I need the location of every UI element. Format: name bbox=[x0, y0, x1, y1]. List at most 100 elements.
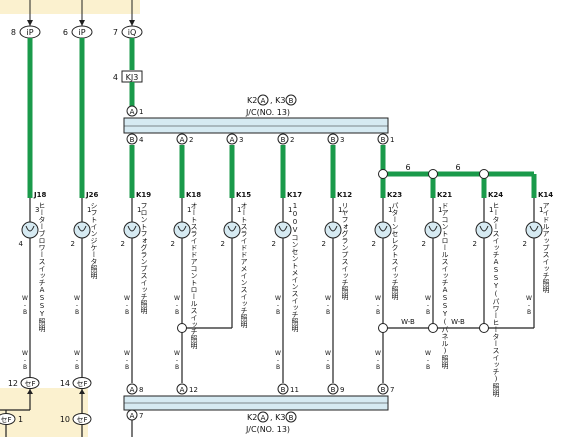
component-id: K24 bbox=[488, 191, 503, 199]
bottom-connector-area bbox=[0, 388, 88, 437]
wire-label-6: 6 bbox=[405, 163, 410, 172]
top-connector-area bbox=[0, 0, 140, 14]
svg-text:, K3: , K3 bbox=[270, 96, 285, 105]
svg-text:A: A bbox=[180, 386, 185, 394]
splice-node bbox=[378, 169, 489, 179]
svg-text:9: 9 bbox=[340, 386, 344, 394]
jc-top-out-pin: B 2 bbox=[277, 133, 294, 145]
lamp-pin-bottom: 2 bbox=[473, 240, 477, 248]
wire-label-wb: W-B bbox=[324, 295, 331, 316]
component-name: 100Vコンセントメインスイッチ照明 bbox=[291, 202, 299, 333]
lamp-pin-bottom: 2 bbox=[272, 240, 276, 248]
wire-label-wb: W-B bbox=[73, 350, 80, 371]
svg-text:A: A bbox=[130, 108, 135, 116]
lamp-pin-bottom: 2 bbox=[422, 240, 426, 248]
jc-top-box bbox=[123, 117, 389, 134]
svg-text:, K3: , K3 bbox=[270, 413, 285, 422]
svg-text:A: A bbox=[230, 136, 235, 144]
svg-text:3: 3 bbox=[239, 136, 243, 144]
lamp-pin-bottom: 2 bbox=[221, 240, 225, 248]
svg-text:K2: K2 bbox=[247, 413, 257, 422]
jc-bottom-title: K2 A , K3 B J/C(NO. 13) bbox=[245, 411, 297, 434]
svg-text:7: 7 bbox=[139, 412, 143, 420]
wire-label-wb: W-B bbox=[73, 295, 80, 316]
svg-text:B: B bbox=[381, 136, 386, 144]
lamp-icon bbox=[374, 221, 392, 239]
component-name: リヤフォグランプスイッチ照明 bbox=[341, 202, 349, 301]
connector-pin: 7 bbox=[113, 28, 118, 37]
svg-text:B: B bbox=[289, 414, 294, 422]
component-id: K18 bbox=[186, 191, 201, 199]
wb-wire-labels: W-BW-BW-BW-BW-BW-BW-BW-BW-BW-BW-BW-BW-BW… bbox=[21, 295, 532, 371]
component-name: シフトインジケータ照明 bbox=[90, 202, 98, 280]
connector-pin: 6 bbox=[63, 28, 68, 37]
jc-top-in-pin: A 1 bbox=[126, 105, 143, 117]
lamp-pin-top: 1 bbox=[539, 206, 543, 214]
lamp-pin-bottom: 2 bbox=[322, 240, 326, 248]
bottom-connector-12: セF 12 bbox=[8, 377, 40, 410]
jc-top-out-pin: B 3 bbox=[327, 133, 344, 145]
wire-label-wb: W-B bbox=[123, 350, 130, 371]
jc-top-out-pin: B 1 bbox=[377, 133, 394, 145]
bottom-connector-14: セF 14 bbox=[60, 377, 92, 413]
svg-text:B: B bbox=[281, 386, 286, 394]
component-id: K23 bbox=[387, 191, 402, 199]
svg-text:B: B bbox=[281, 136, 286, 144]
svg-text:B: B bbox=[331, 386, 336, 394]
jc-top-out-pin: A 2 bbox=[176, 133, 193, 145]
component-id: K12 bbox=[337, 191, 352, 199]
connector-label: iP bbox=[26, 28, 33, 37]
jc-bottom-out-pin: A 7 bbox=[126, 409, 143, 437]
kj3-pin: 4 bbox=[113, 73, 118, 82]
component-name: ドアコントロールスイッチASSY(パネル)照明 bbox=[441, 202, 449, 370]
lamp-icon bbox=[123, 221, 141, 239]
svg-text:A: A bbox=[261, 97, 266, 105]
lamp-pin-top: 1 bbox=[237, 206, 241, 214]
svg-text:セF: セF bbox=[76, 416, 87, 424]
wire-label-wb: W-B bbox=[123, 295, 130, 316]
wire-label-wb: W-B bbox=[21, 350, 28, 371]
svg-text:10: 10 bbox=[60, 415, 70, 424]
jc-top-title: K2 A , K3 B J/C(NO. 13) bbox=[245, 94, 297, 117]
bottom-connector-10: セF 10 bbox=[60, 413, 92, 437]
svg-text:12: 12 bbox=[8, 379, 18, 388]
top-connector-iP-6: iP 6 bbox=[63, 0, 93, 39]
lamp-pin-bottom: 2 bbox=[523, 240, 527, 248]
component-name: ヒーターブロワースイッチASSY照明 bbox=[38, 202, 46, 333]
component-id: K19 bbox=[136, 191, 151, 199]
top-connector-iQ-7: iQ 7 bbox=[113, 0, 143, 39]
wire-label-6: 6 bbox=[455, 163, 460, 172]
lamp-icon bbox=[475, 221, 493, 239]
connector-label: iQ bbox=[128, 28, 137, 37]
lamp-pin-bottom: 2 bbox=[71, 240, 75, 248]
svg-text:2: 2 bbox=[189, 136, 193, 144]
lamp-pin-bottom: 4 bbox=[19, 240, 24, 248]
component-id: K14 bbox=[538, 191, 553, 199]
svg-text:B: B bbox=[381, 386, 386, 394]
wire-label-wb: W-B bbox=[274, 295, 281, 316]
component-name: オートスライドドアメインスイッチ照明 bbox=[240, 202, 248, 329]
lamp-pin-top: 3 bbox=[35, 206, 39, 214]
component-name: パターンセレクトスイッチ照明 bbox=[391, 202, 399, 301]
svg-text:セF: セF bbox=[24, 380, 35, 388]
lamp-pin-bottom: 2 bbox=[121, 240, 125, 248]
lamp-icon bbox=[525, 221, 543, 239]
svg-text:2: 2 bbox=[290, 136, 294, 144]
wire-label-wb: W-B bbox=[173, 350, 180, 371]
wire-label-wb: W-B bbox=[21, 295, 28, 316]
svg-text:11: 11 bbox=[290, 386, 299, 394]
svg-text:セF: セF bbox=[76, 380, 87, 388]
svg-text:K2: K2 bbox=[247, 96, 257, 105]
kj3-label: KJ3 bbox=[126, 73, 139, 82]
lamp-icon bbox=[73, 221, 91, 239]
